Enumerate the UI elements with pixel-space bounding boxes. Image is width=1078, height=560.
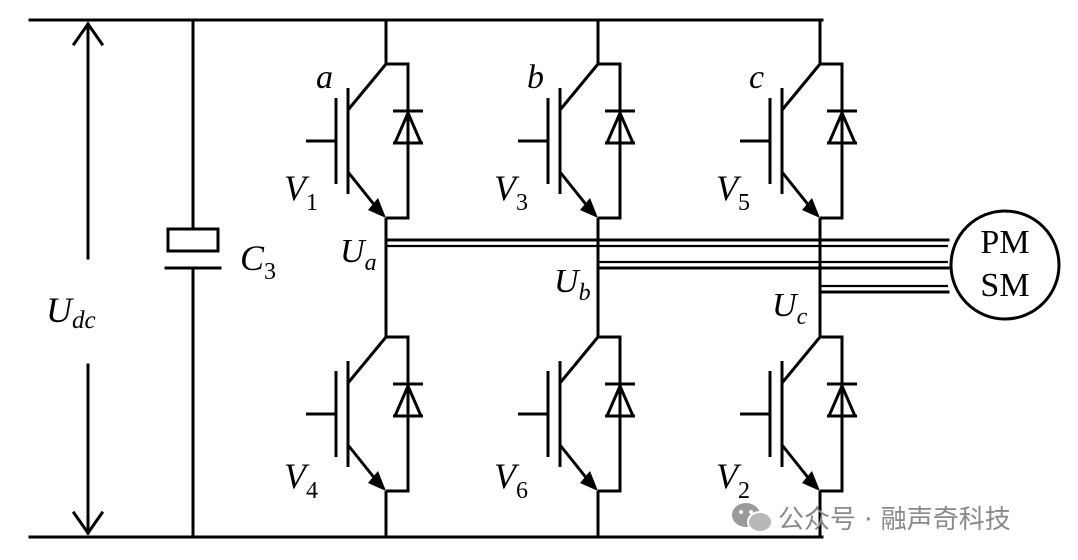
motor-label-line1: PM — [980, 224, 1029, 261]
pmsm-motor — [949, 209, 1061, 321]
udc-voltage-arrow — [71, 21, 105, 536]
v5-label: V5 — [716, 168, 750, 216]
leg-c-letter: c — [749, 59, 764, 96]
lower-switch-c — [740, 335, 858, 493]
v4-label: V4 — [284, 456, 318, 504]
upper-switch-a — [306, 62, 424, 220]
upper-switch-a-diode — [392, 109, 424, 145]
watermark-text: 公众号 · 融声奇科技 — [778, 505, 1011, 535]
wechat-icon — [732, 503, 773, 533]
lower-switch-c-diode — [826, 382, 858, 418]
upper-switch-c — [740, 62, 858, 220]
ub-label: Ub — [554, 263, 591, 306]
leg-b-letter: b — [527, 59, 544, 96]
c3-label: C3 — [240, 238, 276, 285]
inverter-leg-a — [306, 20, 424, 537]
v3-label: V3 — [494, 168, 528, 216]
v6-label: V6 — [494, 456, 528, 504]
v2-label: V2 — [716, 456, 750, 504]
upper-switch-b-diode — [604, 109, 636, 145]
udc-label: Udc — [46, 290, 96, 334]
ua-label: Ua — [340, 233, 377, 276]
lower-switch-b-diode — [604, 382, 636, 418]
inverter-leg-b — [518, 20, 636, 537]
watermark: 公众号 · 融声奇科技 — [732, 503, 1011, 535]
leg-a-letter: a — [316, 59, 333, 96]
uc-label: Uc — [772, 287, 808, 330]
lower-switch-b — [518, 335, 636, 493]
inverter-leg-c — [740, 20, 858, 537]
lower-switch-a — [306, 335, 424, 493]
v1-label: V1 — [284, 168, 318, 216]
lower-switch-a-diode — [392, 382, 424, 418]
upper-switch-b — [518, 62, 636, 220]
upper-switch-c-diode — [826, 109, 858, 145]
capacitor-c3 — [164, 18, 222, 539]
motor-label-line2: SM — [980, 267, 1029, 304]
